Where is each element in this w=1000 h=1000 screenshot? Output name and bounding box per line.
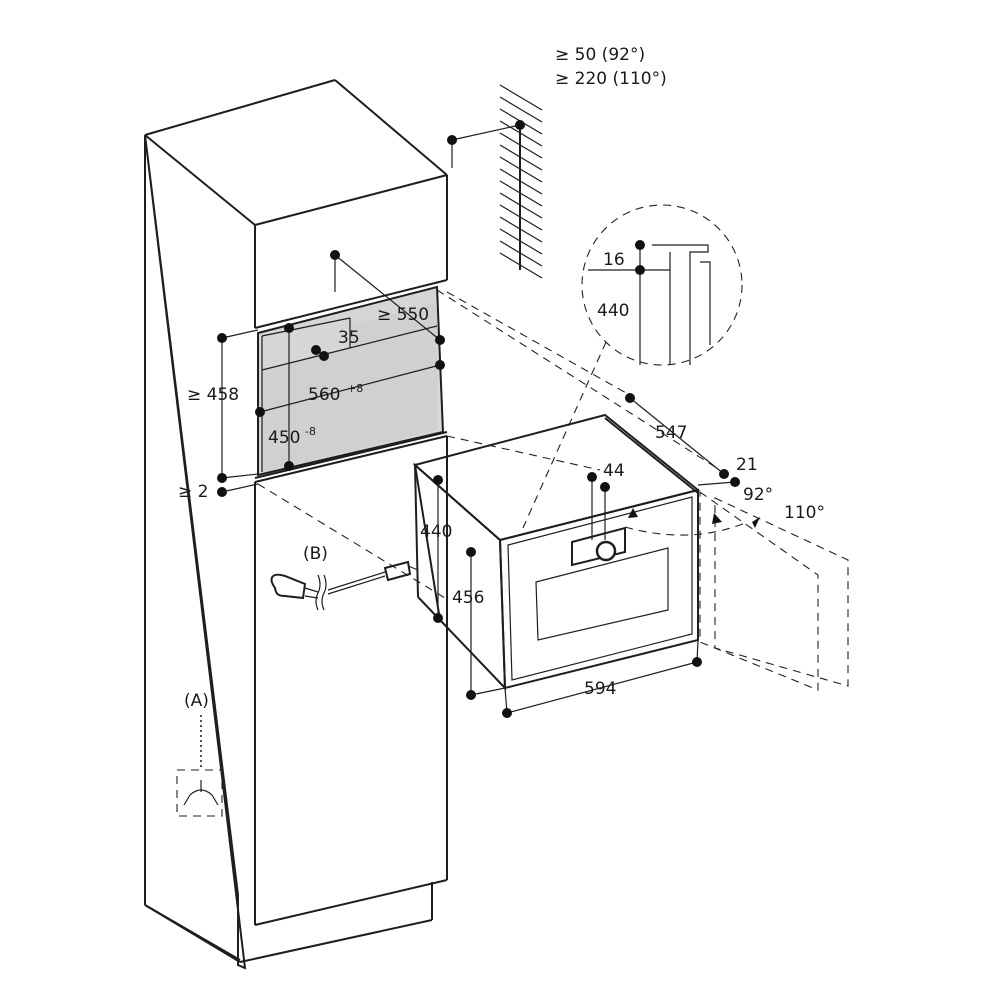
control-knob-icon (595, 540, 617, 562)
detail-440-label: 440 (597, 301, 629, 321)
angle-92-label: 92° (743, 485, 773, 505)
power-cable (270, 560, 419, 611)
detail-16-label: 16 (603, 250, 625, 270)
appliance-front-height-label: 456 (452, 588, 484, 608)
power-plug-icon (270, 573, 307, 600)
tall-cabinet (144, 79, 448, 970)
niche-height-min-label: ≥ 458 (187, 385, 239, 405)
niche-offset-label: 35 (338, 328, 360, 348)
appliance-dimensions (433, 393, 740, 718)
door-swing (624, 490, 849, 691)
socket-area (176, 715, 223, 817)
marker-b-label: (B) (303, 544, 328, 564)
niche-depth-label: ≥ 550 (377, 305, 429, 325)
handle-44-label: 44 (603, 461, 625, 481)
detail-circle (522, 204, 743, 529)
niche-dimensions (217, 250, 445, 497)
niche-height-label: 450 (268, 428, 300, 448)
angle-110-label: 110° (784, 503, 825, 523)
bottom-gap-label: ≥ 2 (178, 482, 208, 502)
clearance-label-110: ≥ 220 (110°) (555, 69, 667, 89)
niche-width-tolerance: +8 (347, 382, 363, 395)
niche-height-tolerance: -8 (305, 425, 316, 438)
niche-width-label: 560 (308, 385, 340, 405)
clearance-label-92: ≥ 50 (92°) (555, 45, 645, 65)
marker-a-label: (A) (184, 691, 209, 711)
projection-lines (257, 289, 721, 599)
appliance-body-height-label: 440 (420, 522, 452, 542)
door-thickness-label: 21 (736, 455, 758, 475)
appliance-width-label: 594 (584, 679, 616, 699)
ventilation-grille (447, 84, 543, 279)
appliance-depth-label: 547 (655, 423, 687, 443)
appliance (412, 413, 701, 691)
